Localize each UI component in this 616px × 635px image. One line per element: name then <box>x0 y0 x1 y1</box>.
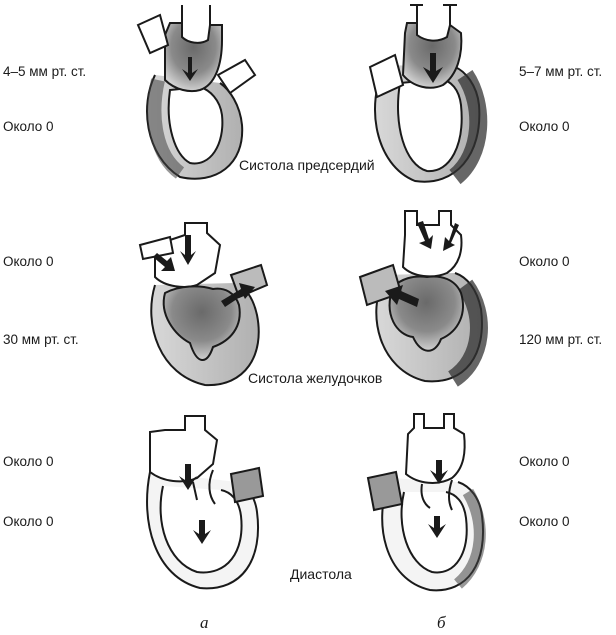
blood-flow-arrow-icon <box>182 57 198 81</box>
pressure-label-right-ventricle-1: Около 0 <box>519 119 570 134</box>
pressure-label-left-atrium-2: Около 0 <box>3 254 54 269</box>
phase-caption-atrial-systole: Систола предсердий <box>239 157 375 173</box>
phase-caption-ventricular-systole: Систола желудочков <box>248 370 383 386</box>
blood-flow-arrow-icon <box>179 464 197 490</box>
blood-flow-arrow-icon <box>153 253 175 271</box>
blood-flow-arrow-icon <box>417 221 433 249</box>
pressure-label-right-atrium-3: Около 0 <box>519 454 570 469</box>
column-letter-a: а <box>200 613 209 632</box>
heart-diagram-left-ventricular-systole <box>358 210 488 387</box>
pressure-label-right-ventricle-3: Около 0 <box>519 514 570 529</box>
column-letter-b: б <box>437 613 446 632</box>
heart-diagram-right-ventricular-systole <box>138 222 269 387</box>
blood-flow-arrow-icon <box>180 235 196 265</box>
blood-flow-arrow-icon <box>428 516 446 538</box>
pressure-label-right-atrium-1: 5–7 мм рт. ст. <box>519 64 603 79</box>
pressure-label-left-ventricle-3: Около 0 <box>3 514 54 529</box>
blood-flow-arrow-icon <box>193 520 211 544</box>
blood-flow-arrow-icon <box>430 460 448 484</box>
heart-diagram-left-atrial-systole <box>368 4 488 185</box>
blood-flow-arrow-icon <box>423 53 443 83</box>
pressure-label-right-ventricle-2: 120 мм рт. ст. <box>519 332 603 347</box>
heart-diagram-left-diastole <box>366 413 486 592</box>
blood-flow-arrow-icon <box>385 285 419 307</box>
blood-flow-arrow-icon <box>221 283 255 307</box>
pressure-label-left-ventricle-1: Около 0 <box>3 119 54 134</box>
heart-diagram-right-diastole <box>146 415 265 590</box>
phase-caption-diastole: Диастола <box>290 566 352 582</box>
pressure-label-left-ventricle-2: 30 мм рт. ст. <box>3 332 79 347</box>
pressure-label-left-atrium-1: 4–5 мм рт. ст. <box>3 64 87 79</box>
blood-flow-arrow-icon <box>443 223 459 251</box>
pressure-label-right-atrium-2: Около 0 <box>519 254 570 269</box>
pressure-label-left-atrium-3: Около 0 <box>3 454 54 469</box>
heart-diagram-right-atrial-systole <box>136 5 257 180</box>
